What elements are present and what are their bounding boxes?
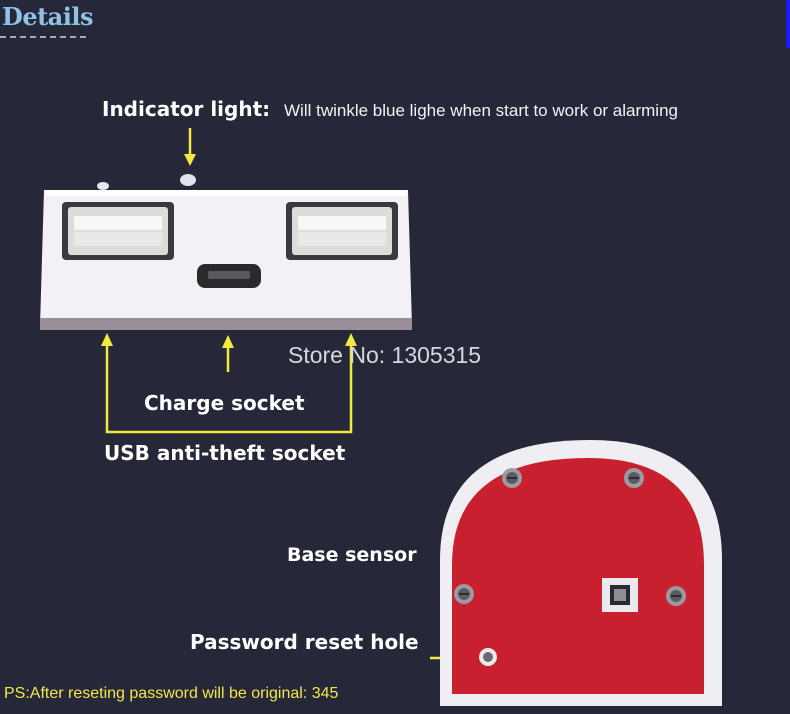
- header-underline: [0, 36, 86, 38]
- password-footnote: PS:After reseting password will be origi…: [4, 685, 339, 702]
- indicator-light: [180, 174, 196, 186]
- charge-socket-label: Charge socket: [144, 391, 305, 415]
- header-title: Details: [2, 2, 93, 31]
- base-unit: [440, 440, 722, 706]
- usb-socket-label: USB anti-theft socket: [104, 441, 346, 465]
- right-edge-accent: [786, 0, 790, 48]
- charge-port: [197, 264, 261, 288]
- base-sensor: [602, 578, 638, 612]
- usb-port-left: [62, 202, 174, 260]
- indicator-light-description: Will twinkle blue lighe when start to wo…: [284, 101, 678, 120]
- password-reset-label: Password reset hole: [190, 630, 419, 654]
- store-watermark: Store No: 1305315: [288, 342, 482, 368]
- indicator-light-title: Indicator light:: [102, 97, 271, 121]
- screw: [502, 468, 522, 488]
- screw: [666, 586, 686, 606]
- screw: [624, 468, 644, 488]
- screw: [454, 584, 474, 604]
- base-sensor-label: Base sensor: [287, 544, 417, 566]
- password-reset-hole: [479, 648, 497, 666]
- usb-port-right: [286, 202, 398, 260]
- usb-device: [40, 174, 412, 330]
